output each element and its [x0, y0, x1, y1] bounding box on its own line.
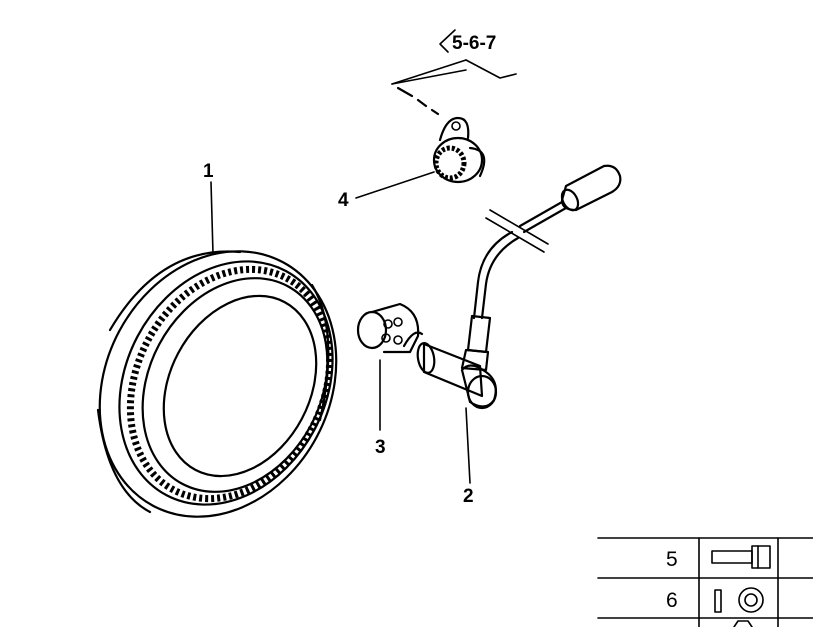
legend-number: 6: [666, 589, 678, 612]
sensor-bracket: [356, 302, 424, 354]
nut-icon: [733, 620, 753, 627]
fastener-legend: 5 6 7: [597, 537, 813, 627]
tone-ring: [96, 250, 338, 518]
callout-ring: 1: [203, 161, 214, 182]
legend-number: 7: [666, 624, 678, 627]
callout-grommet: 4: [338, 190, 349, 211]
callout-bracket: 3: [375, 437, 386, 458]
grommet: [432, 116, 486, 184]
callout-fastener-ref: 5-6-7: [452, 33, 496, 54]
washer-icon: [714, 587, 764, 613]
legend-number: 5: [666, 548, 678, 571]
speed-sensor: [416, 164, 622, 410]
callout-sensor: 2: [463, 486, 474, 507]
bolt-icon: [711, 545, 771, 569]
leader-lines: [210, 171, 471, 484]
fastener-leader: [391, 29, 517, 116]
